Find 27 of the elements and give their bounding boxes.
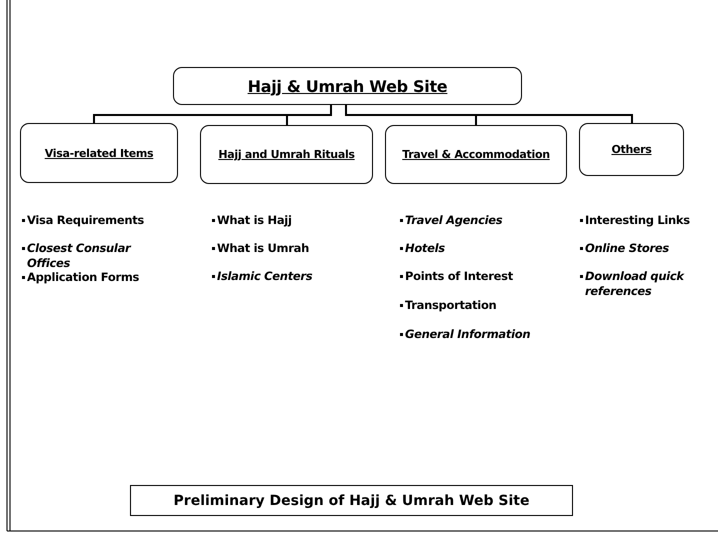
bullet-item: Closest Consular Offices [22, 241, 177, 271]
bullet-item: Islamic Centers [212, 269, 367, 284]
category-box [200, 125, 373, 184]
bullet-item: Interesting Links [580, 213, 718, 228]
category-box [20, 123, 178, 183]
category-box [579, 123, 684, 176]
box-title: Visa-related Items [44, 146, 154, 160]
bullet-item: Points of Interest [400, 269, 575, 284]
box-title: Hajj and Umrah Rituals [218, 148, 355, 161]
bullet-item: Hotels [400, 241, 575, 256]
bullet-item: Online Stores [580, 241, 718, 256]
bullet-item: What is Umrah [212, 241, 367, 256]
caption: Preliminary Design of Hajj & Umrah Web Site [130, 485, 573, 516]
bullet-item: What is Hajj [212, 213, 367, 228]
bullet-item: Download quick references [580, 269, 715, 299]
connector-line [286, 105, 332, 125]
bullet-item: General Information [400, 327, 575, 342]
box-title: Others [611, 143, 652, 156]
box-title: Travel & Accommodation [402, 148, 550, 161]
root-box [173, 67, 522, 105]
connector-line [345, 105, 633, 123]
box-title: Hajj & Umrah Web Site [248, 76, 448, 96]
bullet-item: Visa Requirements [22, 213, 177, 228]
bullet-item: Transportation [400, 298, 575, 313]
bullet-item: Application Forms [22, 270, 177, 285]
bullet-item: Travel Agencies [400, 213, 575, 228]
category-box [385, 125, 567, 184]
